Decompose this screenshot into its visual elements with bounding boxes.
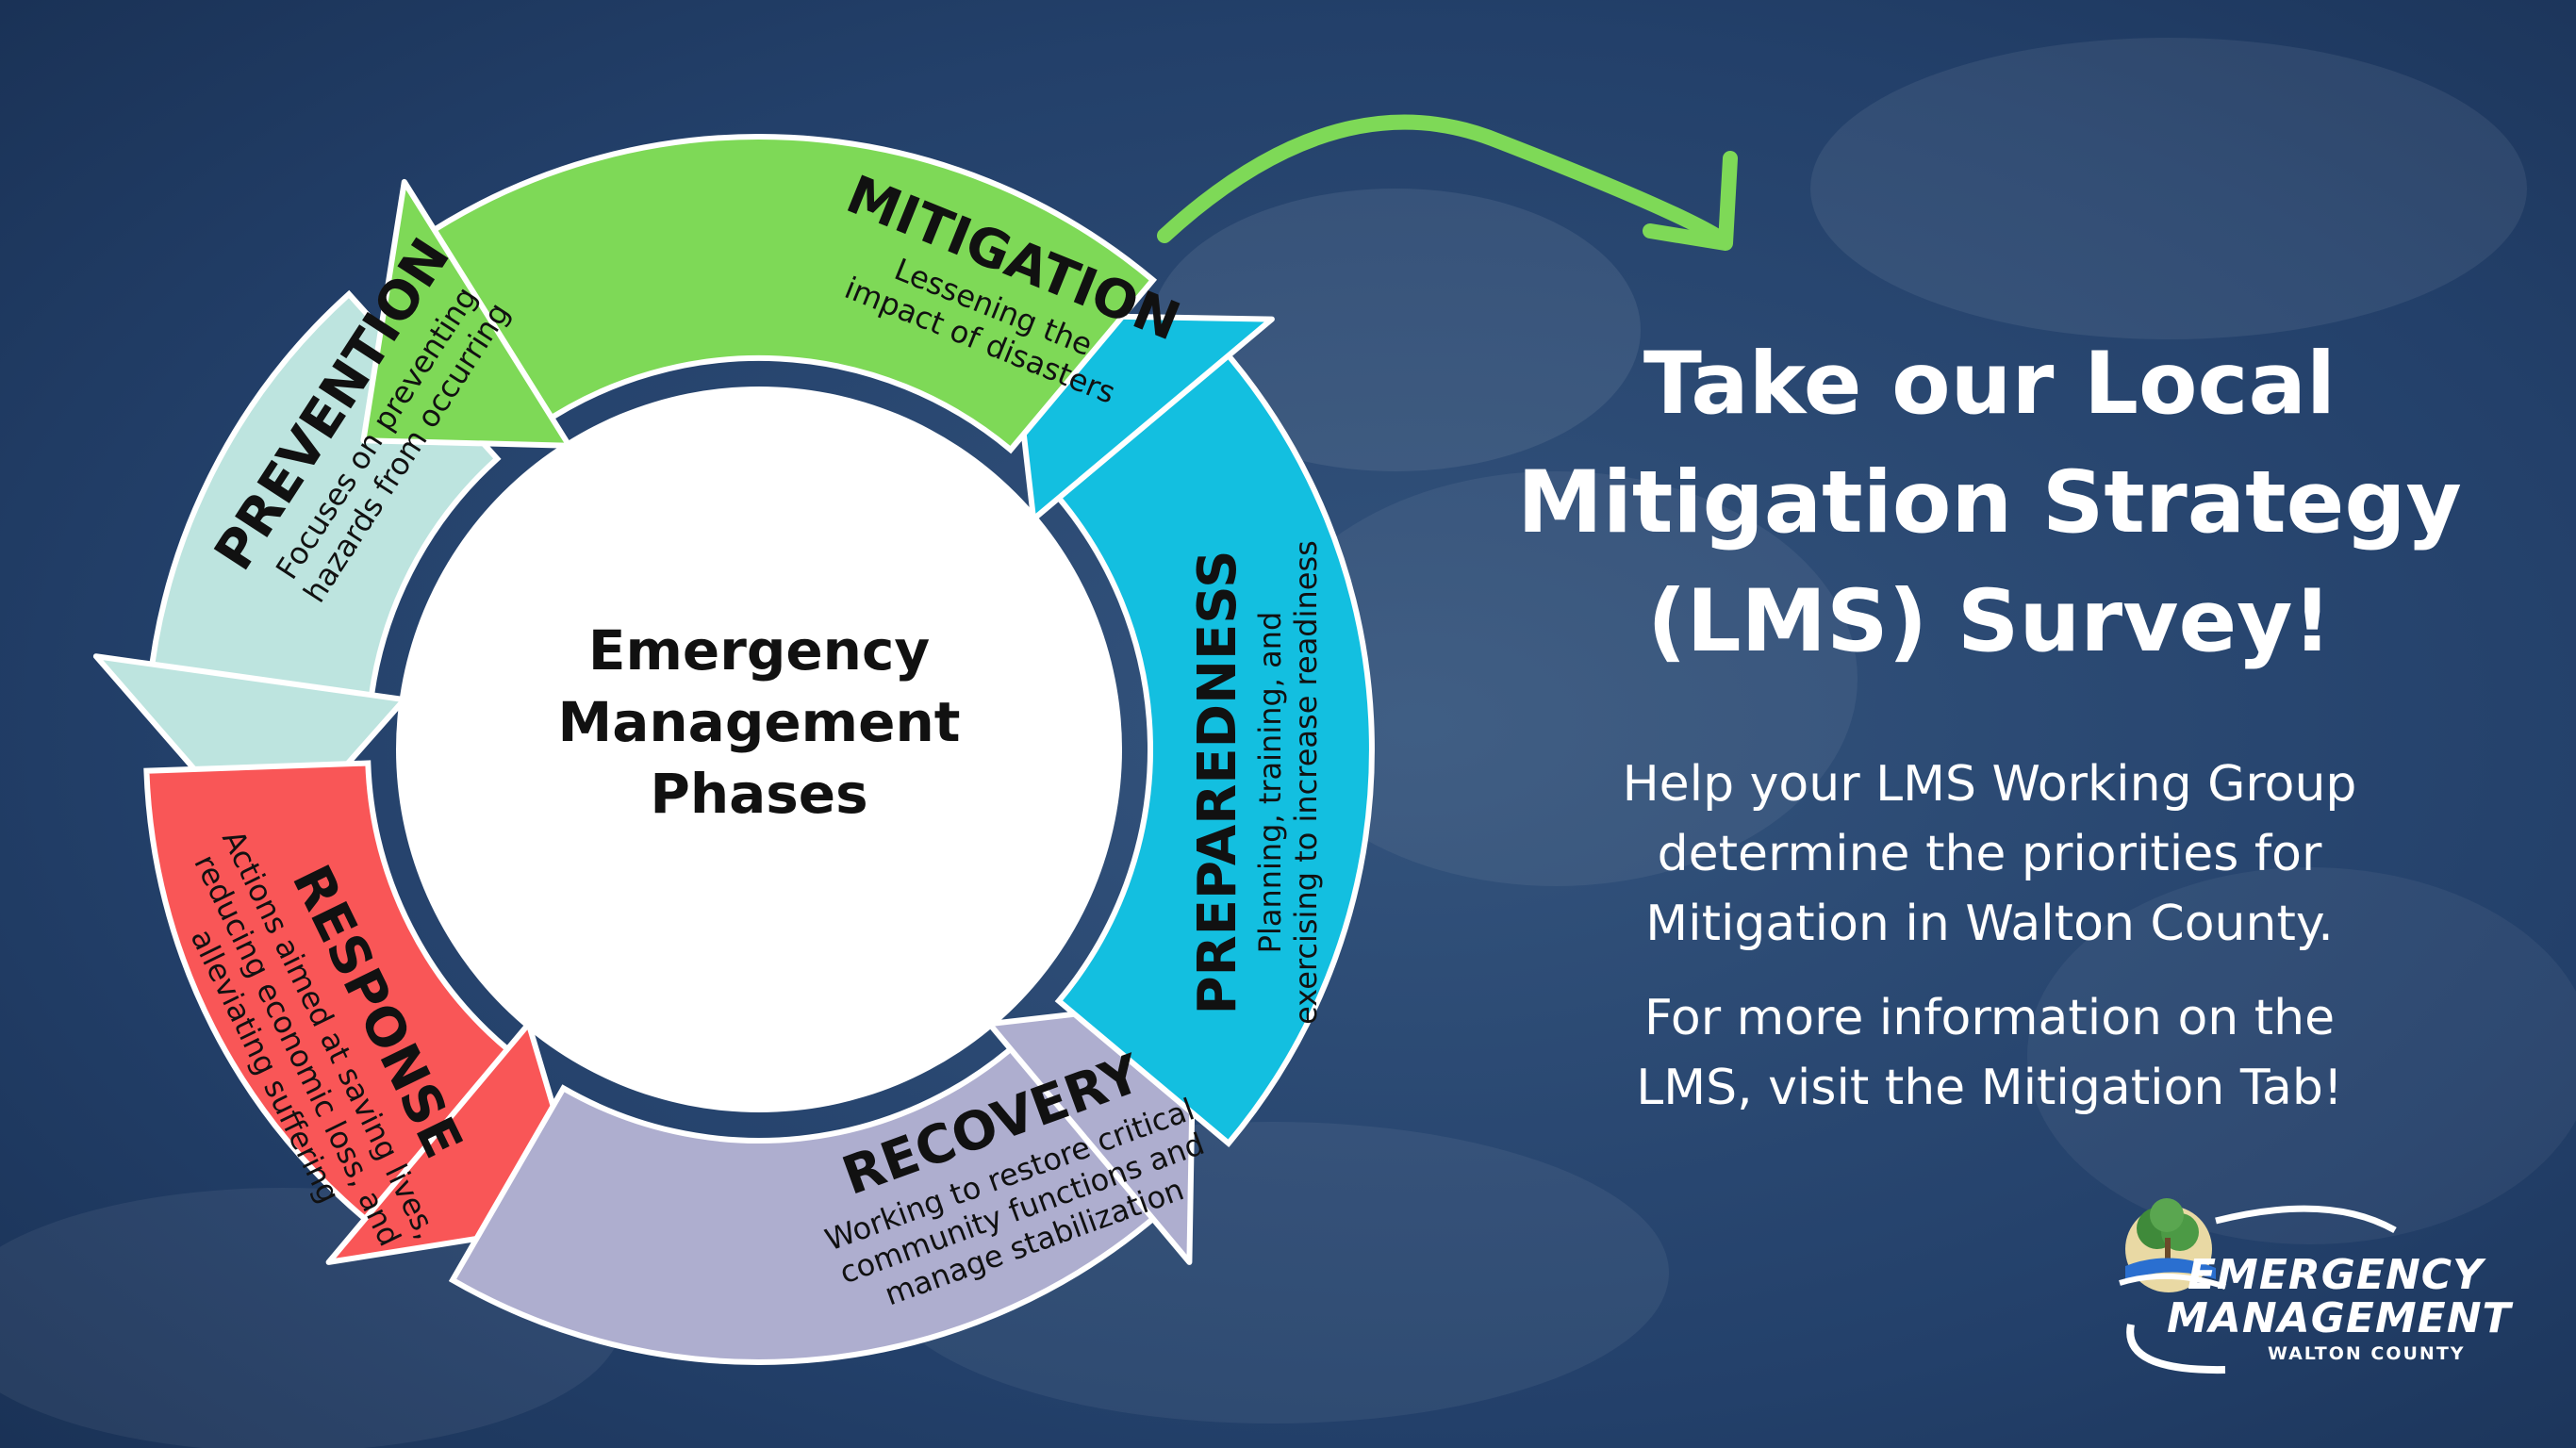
description-line: Mitigation in Walton County.	[1645, 896, 2334, 952]
survey-description: Help your LMS Working Group determine th…	[1471, 749, 2508, 1147]
center-title-line: Management	[558, 690, 961, 754]
description-line: Help your LMS Working Group	[1622, 756, 2357, 813]
phase-segment	[412, 134, 1158, 454]
center-circle	[396, 387, 1122, 1112]
logo-emblem-icon	[2119, 1198, 2397, 1374]
phase-segment	[448, 1036, 1174, 1365]
headline-line: Mitigation Strategy	[1517, 453, 2462, 552]
phase-segment	[1046, 335, 1375, 1148]
phase-name: PREPAREDNESS	[1187, 551, 1248, 1015]
description-paragraph-2: For more information on the LMS, visit t…	[1471, 983, 2508, 1123]
logo-county-text: WALTON COUNTY	[2268, 1343, 2466, 1364]
walton-county-emergency-management-logo: EMERGENCY MANAGEMENT WALTON COUNTY	[2112, 1193, 2527, 1381]
pointer-arrowhead-icon	[1643, 151, 1738, 251]
phase-arrowhead	[360, 178, 572, 449]
logo-management-text: MANAGEMENT	[2167, 1294, 2512, 1342]
description-paragraph-1: Help your LMS Working Group determine th…	[1471, 749, 2508, 959]
description-line: For more information on the	[1643, 990, 2336, 1046]
phase-segment	[143, 760, 522, 1237]
pointer-arrow-icon	[1157, 114, 1724, 243]
phase-description-line: Planning, training, and	[1252, 612, 1288, 954]
center-title-line: Phases	[650, 762, 867, 826]
logo-emergency-text: EMERGENCY	[2188, 1251, 2484, 1299]
description-line: LMS, visit the Mitigation Tab!	[1636, 1060, 2343, 1116]
center-title-line: Emergency	[588, 618, 930, 683]
survey-headline: Take our Local Mitigation Strategy (LMS)…	[1395, 325, 2576, 682]
headline-line: Take our Local	[1643, 335, 2337, 434]
headline-line: (LMS) Survey!	[1646, 572, 2332, 671]
phase-description-line: exercising to increase readiness	[1288, 540, 1324, 1025]
description-line: determine the priorities for	[1657, 826, 2322, 882]
phase-description: Planning, training, andexercising to inc…	[1252, 540, 1324, 1025]
phase-mitigation	[360, 134, 1158, 454]
